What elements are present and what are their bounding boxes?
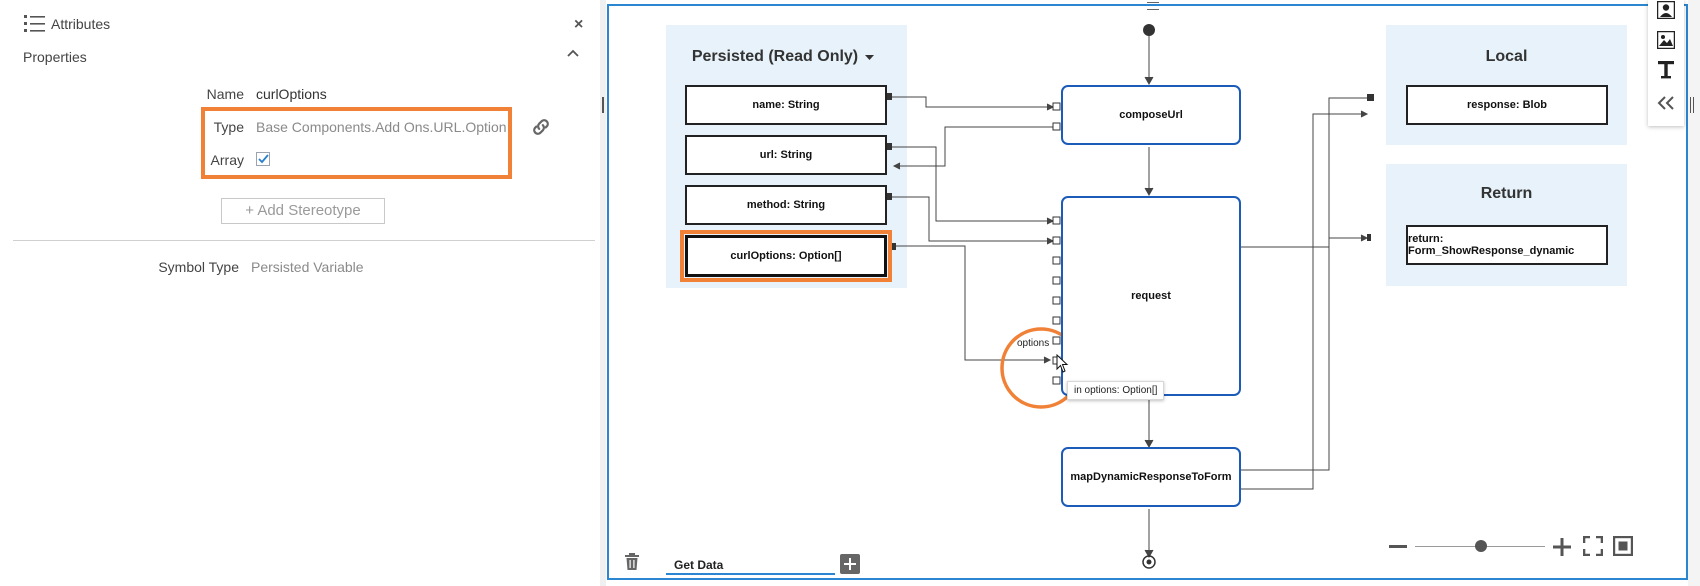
text-icon[interactable] xyxy=(1657,60,1675,80)
link-icon[interactable] xyxy=(529,116,553,138)
palette-toolbar xyxy=(1648,0,1684,126)
close-icon[interactable]: × xyxy=(574,16,584,33)
symbol-type-label: Symbol Type xyxy=(158,259,239,275)
diagram-canvas[interactable]: Persisted (Read Only) Local Return xyxy=(607,2,1688,580)
zoom-slider-thumb[interactable] xyxy=(1475,540,1487,552)
port-tooltip: in options: Option[] xyxy=(1067,381,1165,400)
properties-section-title: Properties xyxy=(23,49,87,65)
variable-name[interactable]: name: String xyxy=(685,85,887,125)
type-value[interactable]: Base Components.Add Ons.URL.Option xyxy=(256,119,507,135)
image-icon[interactable] xyxy=(1657,31,1675,49)
options-port-label: options xyxy=(1017,338,1050,349)
array-label: Array xyxy=(210,152,244,168)
variable-response[interactable]: response: Blob xyxy=(1406,85,1608,125)
right-resize-strip[interactable] xyxy=(1688,0,1700,586)
variable-return[interactable]: return: Form_ShowResponse_dynamic xyxy=(1406,225,1608,265)
return-group-title: Return xyxy=(1480,185,1533,202)
active-tab-underline xyxy=(666,573,835,575)
array-checkbox[interactable] xyxy=(256,152,270,166)
zoom-out-icon[interactable] xyxy=(1389,540,1407,554)
panel-title: Attributes xyxy=(51,16,111,32)
function-mapdynamicresponsetoform[interactable]: mapDynamicResponseToForm xyxy=(1061,447,1241,507)
variable-method[interactable]: method: String xyxy=(685,185,887,225)
fullscreen-icon[interactable] xyxy=(1583,536,1603,556)
splitter-handle[interactable] xyxy=(602,97,604,113)
persisted-group-title[interactable]: Persisted (Read Only) xyxy=(691,48,859,65)
add-tab-icon[interactable] xyxy=(840,554,860,574)
variable-curloptions[interactable]: curlOptions: Option[] xyxy=(685,235,887,277)
variable-url[interactable]: url: String xyxy=(685,135,887,175)
person-icon[interactable] xyxy=(1657,1,1675,19)
name-label: Name xyxy=(206,86,244,102)
add-stereotype-button[interactable]: + Add Stereotype xyxy=(221,198,385,224)
collapse-left-icon[interactable] xyxy=(1657,96,1675,110)
type-array-highlight xyxy=(201,107,512,179)
function-request[interactable]: request xyxy=(1061,196,1241,396)
chevron-down-icon[interactable] xyxy=(865,54,875,62)
symbol-type-value: Persisted Variable xyxy=(251,259,364,275)
type-label: Type xyxy=(213,119,244,135)
local-group-title: Local xyxy=(1485,48,1528,65)
divider xyxy=(13,240,595,241)
right-splitter-handle[interactable] xyxy=(1690,97,1694,113)
name-value[interactable]: curlOptions xyxy=(256,86,327,102)
chevron-up-icon[interactable] xyxy=(566,48,580,58)
checkmark-icon xyxy=(258,154,269,164)
panel-splitter[interactable] xyxy=(600,0,606,586)
mouse-cursor-icon xyxy=(1056,354,1069,373)
zoom-in-icon[interactable] xyxy=(1553,538,1571,556)
canvas-top-handle[interactable] xyxy=(1147,2,1159,10)
tab-get-data[interactable]: Get Data xyxy=(674,558,724,572)
curloptions-highlight xyxy=(680,230,892,282)
trash-icon[interactable] xyxy=(624,553,640,571)
list-icon xyxy=(24,15,45,32)
fit-icon[interactable] xyxy=(1613,536,1633,556)
attributes-panel: Attributes × Properties Name curlOptions… xyxy=(0,0,600,586)
function-composeurl[interactable]: composeUrl xyxy=(1061,85,1241,145)
